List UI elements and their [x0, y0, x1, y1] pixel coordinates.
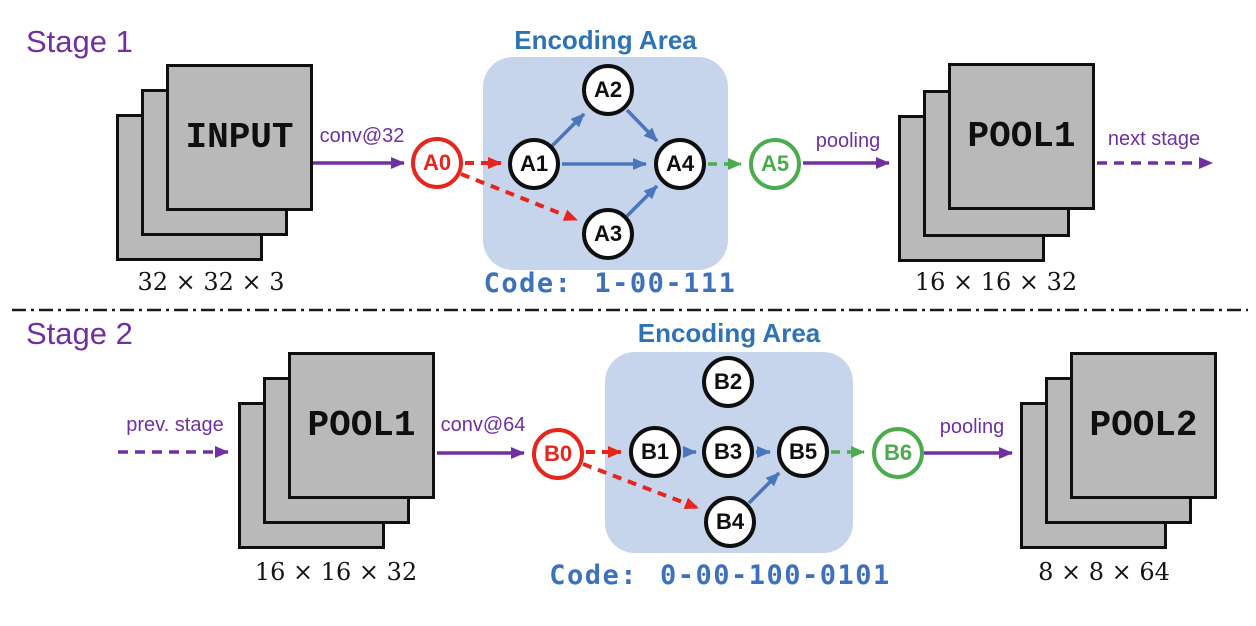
pool1-stack-front: POOL1: [948, 63, 1095, 210]
node-b0: B0: [532, 428, 584, 480]
pool2-stack-front: POOL2: [1070, 352, 1217, 499]
code-1: Code: 1-00-111: [450, 268, 770, 299]
node-a5: A5: [749, 138, 801, 190]
input-block-label: INPUT: [185, 117, 294, 158]
encoding-area-2-title: Encoding Area: [637, 318, 821, 348]
node-a2: A2: [582, 64, 634, 116]
pool1b-block-label: POOL1: [307, 405, 416, 446]
input-dims: 32 × 32 × 3: [137, 268, 285, 296]
conv32-label: conv@32: [319, 125, 405, 147]
stage2-title: Stage 2: [26, 316, 133, 351]
node-b4: B4: [704, 496, 756, 548]
node-a3: A3: [582, 208, 634, 260]
input-stack-front: INPUT: [166, 64, 313, 211]
pool1-block-label: POOL1: [967, 116, 1076, 157]
node-b0-label: B0: [543, 441, 573, 466]
node-b6-label: B6: [883, 440, 913, 465]
pool2-dims: 8 × 8 × 64: [1038, 558, 1170, 586]
code-2-label: Code:: [549, 560, 638, 591]
node-a0: A0: [411, 137, 463, 189]
node-b5-label: B5: [788, 439, 818, 464]
node-a0-label: A0: [422, 150, 452, 175]
code-2: Code: 0-00-100-0101: [530, 560, 910, 591]
pooling1-label: pooling: [815, 130, 881, 152]
node-a2-label: A2: [593, 77, 623, 102]
pool2-block-label: POOL2: [1089, 405, 1198, 446]
stage1-title: Stage 1: [26, 24, 133, 59]
node-b4-label: B4: [715, 509, 745, 534]
prev-stage-label: prev. stage: [126, 414, 224, 436]
pool1b-stack-front: POOL1: [288, 352, 435, 499]
node-a5-label: A5: [760, 151, 790, 176]
node-b5: B5: [777, 426, 829, 478]
node-b2-label: B2: [713, 369, 743, 394]
node-b1: B1: [629, 426, 681, 478]
code-1-label: Code:: [483, 268, 573, 299]
node-a1-label: A1: [519, 151, 549, 176]
node-b3: B3: [702, 426, 754, 478]
pool1b-dims: 16 × 16 × 32: [254, 558, 418, 586]
code-2-value: 0-00-100-0101: [659, 560, 891, 591]
node-b1-label: B1: [640, 439, 670, 464]
conv64-label: conv@64: [440, 414, 526, 436]
node-a4: A4: [654, 138, 706, 190]
node-a1: A1: [508, 138, 560, 190]
node-b2: B2: [702, 356, 754, 408]
pool1-dims: 16 × 16 × 32: [914, 268, 1078, 296]
next-stage-label: next stage: [1107, 128, 1201, 150]
pooling2-label: pooling: [939, 416, 1005, 438]
node-b3-label: B3: [713, 439, 743, 464]
node-a4-label: A4: [665, 151, 695, 176]
encoding-area-1-title: Encoding Area: [514, 25, 697, 55]
node-b6: B6: [872, 427, 924, 479]
code-1-value: 1-00-111: [594, 268, 737, 299]
node-a3-label: A3: [593, 221, 623, 246]
